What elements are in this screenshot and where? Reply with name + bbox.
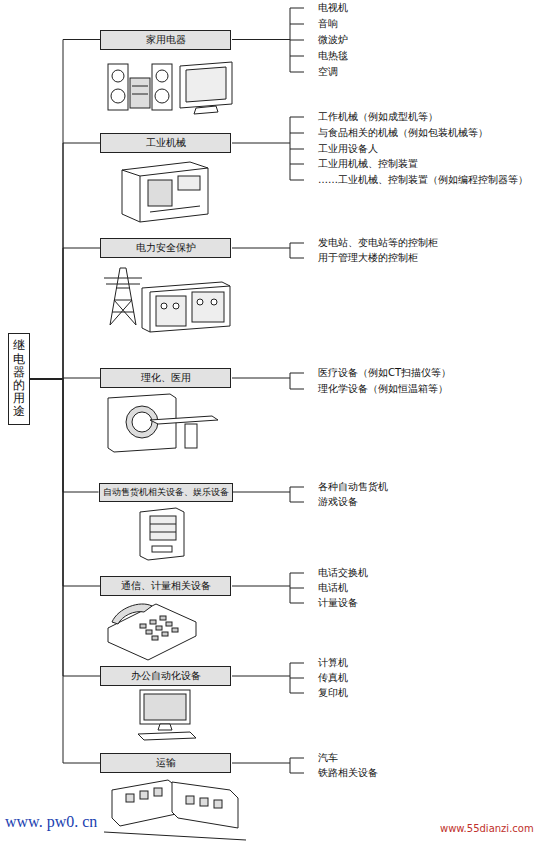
train-picture xyxy=(104,780,246,840)
usage-item: 铁路相关设备 xyxy=(318,767,378,779)
usage-item: 音响 xyxy=(318,18,338,30)
usage-item: 复印机 xyxy=(318,687,348,699)
category-title: 运输 xyxy=(156,756,176,770)
usage-item: 发电站、变电站等的控制柜 xyxy=(318,237,438,249)
usage-item: 计量设备 xyxy=(318,597,358,609)
watermark: www.55dianzi.com xyxy=(440,823,534,835)
usage-item: 游戏设备 xyxy=(318,496,358,508)
usage-item: 与食品相关的机械（例如包装机械等） xyxy=(318,127,488,139)
category-title: 电力安全保护 xyxy=(136,241,196,255)
usage-item: 电话交换机 xyxy=(318,567,368,579)
category-box: 自动售货机相关设备、娱乐设备 xyxy=(99,483,233,502)
watermark: www. pw0. cn xyxy=(5,812,97,832)
usage-item: 电视机 xyxy=(318,2,348,14)
category-box: 运输 xyxy=(100,753,231,773)
usage-item: 计算机 xyxy=(318,657,348,669)
usage-item: ……工业机械、控制装置（例如编程控制器等） xyxy=(318,174,528,186)
telephone-picture xyxy=(108,604,196,660)
category-title: 通信、计量相关设备 xyxy=(121,579,211,593)
usage-item: 空调 xyxy=(318,66,338,78)
usage-item: 医疗设备（例如CT扫描仪等） xyxy=(318,367,451,379)
usage-item: 汽车 xyxy=(318,752,338,764)
usage-item: 工业用设备人 xyxy=(318,143,378,155)
category-box: 工业机械 xyxy=(100,133,231,153)
usage-item: 各种自动售货机 xyxy=(318,481,388,493)
tree-connector xyxy=(30,143,100,379)
computer-picture xyxy=(138,690,196,740)
root-box: 继电器的用途 xyxy=(8,333,30,425)
root-title: 继电器的用途 xyxy=(13,339,25,418)
power-tower-picture xyxy=(104,268,142,325)
usage-item: 传真机 xyxy=(318,672,348,684)
tree-connector xyxy=(30,248,100,379)
tree-connector xyxy=(30,379,99,492)
control-cabinet-picture xyxy=(142,282,230,332)
usage-item: 工业用机械、控制装置 xyxy=(318,158,418,170)
usage-item: 微波炉 xyxy=(318,34,348,46)
category-title: 办公自动化设备 xyxy=(131,669,201,683)
category-title: 工业机械 xyxy=(146,136,186,150)
usage-item: 电话机 xyxy=(318,582,348,594)
category-title: 家用电器 xyxy=(146,33,186,47)
tree-connector xyxy=(30,379,100,676)
home-appliances-picture xyxy=(108,62,232,114)
industrial-machine-picture xyxy=(122,162,208,222)
category-box: 家用电器 xyxy=(100,30,231,50)
category-box: 电力安全保护 xyxy=(100,238,231,258)
usage-item: 用于管理大楼的控制柜 xyxy=(318,252,418,264)
brackets xyxy=(232,8,304,773)
vending-machine-picture xyxy=(140,508,184,560)
tree-connector xyxy=(30,379,100,586)
category-box: 理化、医用 xyxy=(100,368,231,388)
usage-item: 理化学设备（例如恒温箱等） xyxy=(318,383,448,395)
usage-item: 工作机械（例如成型机等） xyxy=(318,111,438,123)
category-title: 自动售货机相关设备、娱乐设备 xyxy=(103,486,229,499)
category-box: 通信、计量相关设备 xyxy=(100,576,231,596)
category-title: 理化、医用 xyxy=(141,371,191,385)
tree-connector xyxy=(30,40,100,380)
category-box: 办公自动化设备 xyxy=(100,666,231,686)
ct-scanner-picture xyxy=(108,394,218,452)
tree-connector xyxy=(30,379,100,763)
usage-item: 电热毯 xyxy=(318,50,348,62)
